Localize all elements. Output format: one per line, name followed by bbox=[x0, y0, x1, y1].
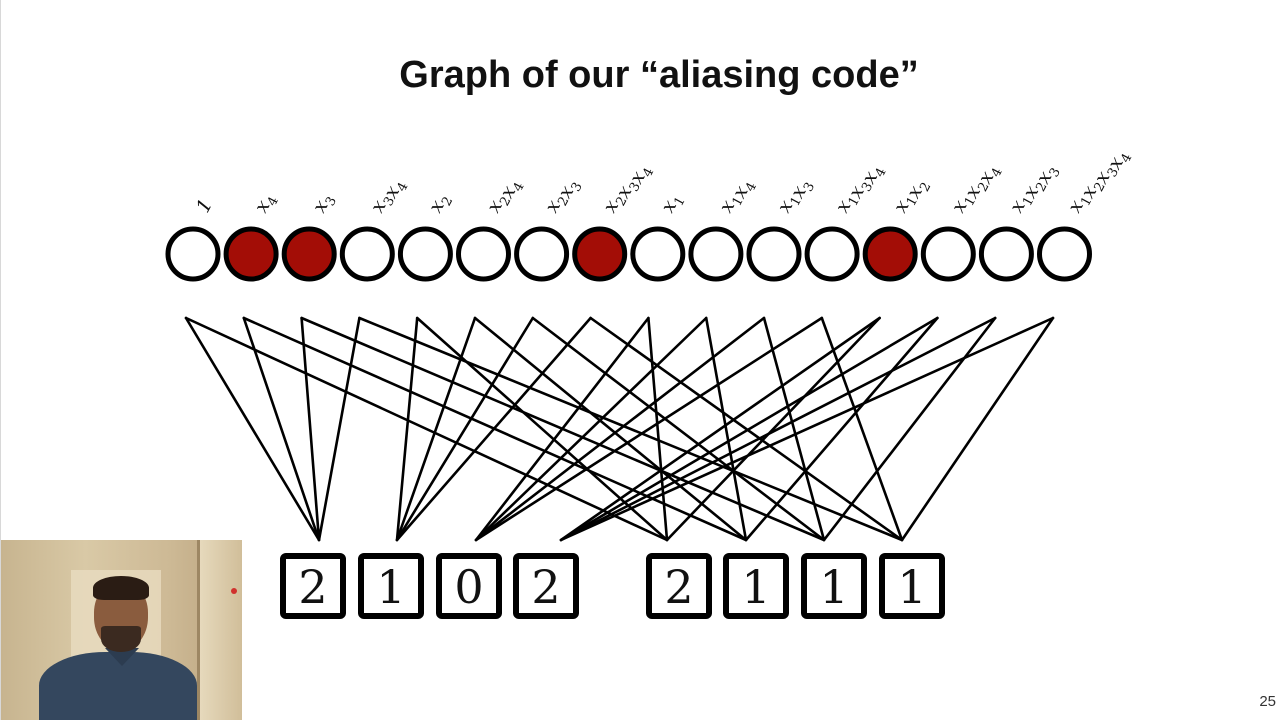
variable-node-12 bbox=[862, 226, 918, 282]
check-box-value: 2 bbox=[298, 560, 327, 614]
variable-node-15 bbox=[1037, 226, 1092, 282]
check-box-0: 2 bbox=[280, 553, 346, 619]
variable-node-0 bbox=[165, 226, 221, 282]
presenter-hair bbox=[93, 576, 149, 600]
presenter-beard bbox=[101, 626, 141, 652]
variable-label-13: x1x2x4 bbox=[947, 156, 1006, 223]
check-box-value: 1 bbox=[741, 560, 770, 614]
variable-label-11: x1x3x4 bbox=[831, 156, 890, 223]
edge-2-0 bbox=[300, 316, 321, 542]
check-box-value: 1 bbox=[819, 560, 848, 614]
edge-1-0 bbox=[242, 316, 321, 542]
variable-label-0: 1 bbox=[192, 195, 217, 216]
variable-label-4: x2 bbox=[424, 189, 456, 218]
edge-4-1 bbox=[395, 316, 419, 542]
check-box-frame bbox=[646, 553, 712, 619]
edge-0-4 bbox=[184, 316, 669, 542]
variable-label-15: x1x2x3x4 bbox=[1063, 139, 1135, 225]
variable-node-7 bbox=[572, 226, 628, 282]
check-box-6: 1 bbox=[801, 553, 867, 619]
check-box-frame bbox=[358, 553, 424, 619]
variable-node-1 bbox=[223, 226, 279, 282]
check-box-frame bbox=[513, 553, 579, 619]
edge-14-6 bbox=[822, 316, 997, 542]
variable-node-2 bbox=[281, 226, 337, 282]
presenter-webcam bbox=[1, 540, 242, 720]
variable-label-14: x1x2x3 bbox=[1005, 156, 1064, 223]
check-box-frame bbox=[436, 553, 502, 619]
edge-14-3 bbox=[559, 316, 997, 542]
edge-6-6 bbox=[531, 316, 826, 542]
check-box-value: 1 bbox=[897, 560, 926, 614]
edge-11-2 bbox=[474, 316, 824, 542]
edge-3-0 bbox=[317, 316, 361, 542]
variable-label-10: x1x3 bbox=[773, 172, 818, 220]
variable-node-8 bbox=[630, 226, 686, 282]
variable-node-13 bbox=[920, 226, 976, 282]
check-box-7: 1 bbox=[879, 553, 945, 619]
presenter-shirt bbox=[39, 652, 197, 720]
check-box-4: 2 bbox=[646, 553, 712, 619]
check-box-value: 1 bbox=[376, 560, 405, 614]
check-box-1: 1 bbox=[358, 553, 424, 619]
edge-13-3 bbox=[559, 316, 939, 542]
variable-label-6: x2x3 bbox=[541, 172, 586, 220]
edge-6-1 bbox=[395, 316, 535, 542]
edge-15-7 bbox=[900, 316, 1055, 542]
edge-8-2 bbox=[474, 316, 650, 542]
edge-9-5 bbox=[704, 316, 748, 542]
edge-10-2 bbox=[474, 316, 766, 542]
variable-label-8: x1 bbox=[657, 189, 689, 218]
check-box-2: 0 bbox=[436, 553, 502, 619]
edge-5-1 bbox=[395, 316, 477, 542]
check-box-frame bbox=[879, 553, 945, 619]
check-box-frame bbox=[280, 553, 346, 619]
edge-7-1 bbox=[395, 316, 592, 542]
page-number: 25 bbox=[1259, 693, 1276, 710]
variable-label-2: x3 bbox=[308, 189, 340, 218]
check-box-value: 2 bbox=[664, 560, 693, 614]
edge-11-7 bbox=[820, 316, 904, 542]
check-box-5: 1 bbox=[723, 553, 789, 619]
variable-node-5 bbox=[456, 226, 511, 282]
variable-node-9 bbox=[688, 226, 744, 282]
doorframe bbox=[197, 540, 242, 720]
check-box-frame bbox=[723, 553, 789, 619]
edge-12-4 bbox=[665, 316, 881, 542]
variable-label-12: x1x2 bbox=[889, 172, 934, 220]
variable-node-4 bbox=[397, 226, 453, 282]
check-box-3: 2 bbox=[513, 553, 579, 619]
variable-label-1: x4 bbox=[250, 189, 282, 218]
edge-13-5 bbox=[744, 316, 939, 542]
variable-label-5: x2x4 bbox=[482, 172, 527, 220]
edge-3-7 bbox=[358, 316, 904, 542]
slide-title: Graph of our “aliasing code” bbox=[399, 54, 918, 96]
variable-node-11 bbox=[804, 226, 860, 282]
variable-nodes bbox=[165, 226, 1092, 282]
edge-0-0 bbox=[184, 316, 321, 542]
door-light bbox=[231, 588, 237, 594]
edges-layer bbox=[184, 316, 1055, 542]
edge-12-3 bbox=[559, 316, 881, 542]
edge-8-4 bbox=[647, 316, 669, 542]
variable-node-6 bbox=[514, 226, 570, 282]
edge-7-7 bbox=[589, 316, 904, 542]
check-box-value: 2 bbox=[531, 560, 560, 614]
edge-9-2 bbox=[474, 316, 708, 542]
variable-node-3 bbox=[339, 226, 395, 282]
edge-15-3 bbox=[559, 316, 1055, 542]
edge-10-6 bbox=[762, 316, 826, 542]
variable-node-10 bbox=[746, 226, 802, 282]
variable-label-9: x1x4 bbox=[715, 172, 760, 220]
variable-label-3: x3x4 bbox=[366, 172, 411, 220]
check-box-value: 0 bbox=[454, 560, 483, 614]
check-box-frame bbox=[801, 553, 867, 619]
variable-node-14 bbox=[978, 226, 1034, 282]
variable-label-7: x2x3x4 bbox=[599, 156, 658, 223]
